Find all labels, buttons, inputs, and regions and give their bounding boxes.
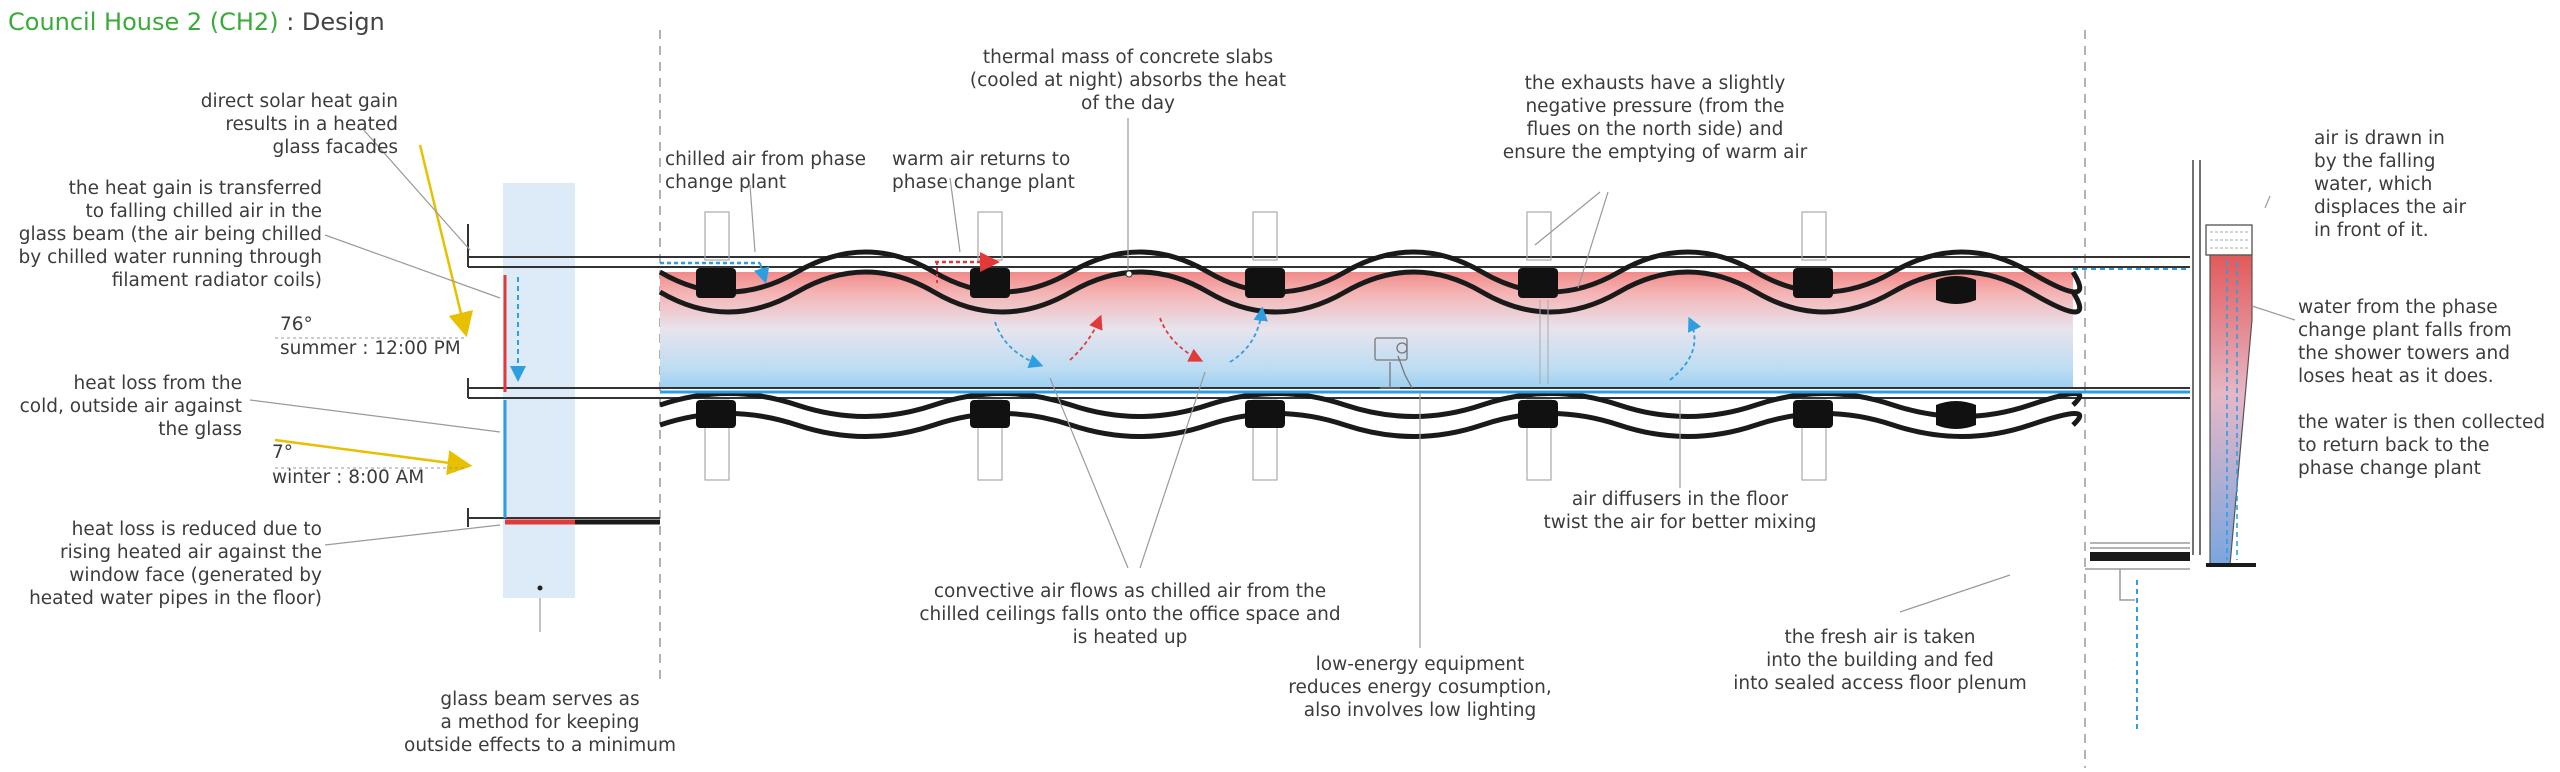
shower-tower xyxy=(2192,160,2256,567)
label-winter-time: winter : 8:00 AM xyxy=(272,467,425,488)
label-water-falls: water from the phase change plant falls … xyxy=(2298,297,2512,387)
ceiling-slab xyxy=(658,249,2083,315)
fresh-air-intake xyxy=(2085,542,2190,730)
office-worker-icon xyxy=(1374,337,1413,389)
label-convective: convective air flows as chilled air from… xyxy=(919,581,1341,648)
glass-beam-dot xyxy=(537,585,543,591)
label-summer-angle: 76° xyxy=(280,314,313,335)
label-heat-loss-reduced: heat loss is reduced due to rising heate… xyxy=(29,519,322,609)
leader-lines xyxy=(249,118,2296,648)
thermal-mass-dot xyxy=(1125,270,1133,278)
page-title: Council House 2 (CH2) : Design xyxy=(8,8,385,36)
label-air-drawn: air is drawn in by the falling water, wh… xyxy=(2314,128,2467,241)
label-solar-gain: direct solar heat gain results in a heat… xyxy=(200,91,398,158)
title-main: Council House 2 (CH2) xyxy=(8,8,279,36)
label-low-energy: low-energy equipment reduces energy cosu… xyxy=(1288,654,1552,721)
label-warm-air: warm air returns to phase change plant xyxy=(892,149,1075,193)
label-heat-loss: heat loss from the cold, outside air aga… xyxy=(19,373,242,440)
ceiling-beams xyxy=(696,268,1976,304)
label-winter-angle: 7° xyxy=(272,442,294,463)
label-glass-beam: glass beam serves as a method for keepin… xyxy=(404,689,676,756)
label-fresh-air: the fresh air is taken into the building… xyxy=(1733,627,2027,694)
title-separator: : xyxy=(278,8,302,36)
title-subtitle: Design xyxy=(301,8,385,36)
label-exhausts: the exhausts have a slightly negative pr… xyxy=(1502,73,1808,163)
winter-sun-ray xyxy=(274,438,473,476)
label-water-collected: the water is then collected to return ba… xyxy=(2298,412,2546,479)
floor-beams xyxy=(696,400,1976,429)
label-chilled-air: chilled air from phase change plant xyxy=(665,149,867,193)
exhaust-flues xyxy=(1539,300,1549,384)
office-space xyxy=(660,272,2073,387)
glass-beam xyxy=(503,183,575,598)
air-flow-arrow-icon xyxy=(994,306,1702,381)
label-thermal-mass: thermal mass of concrete slabs (cooled a… xyxy=(969,47,1287,114)
label-summer-time: summer : 12:00 PM xyxy=(280,338,461,359)
label-diffusers: air diffusers in the floor twist the air… xyxy=(1543,489,1817,533)
floor-slab xyxy=(659,391,2083,439)
chilled-air-down-arrow xyxy=(753,262,770,284)
label-heat-transfer: the heat gain is transferred to falling … xyxy=(18,178,322,291)
summer-sun-ray xyxy=(418,144,474,338)
ghost-columns xyxy=(704,211,1827,481)
